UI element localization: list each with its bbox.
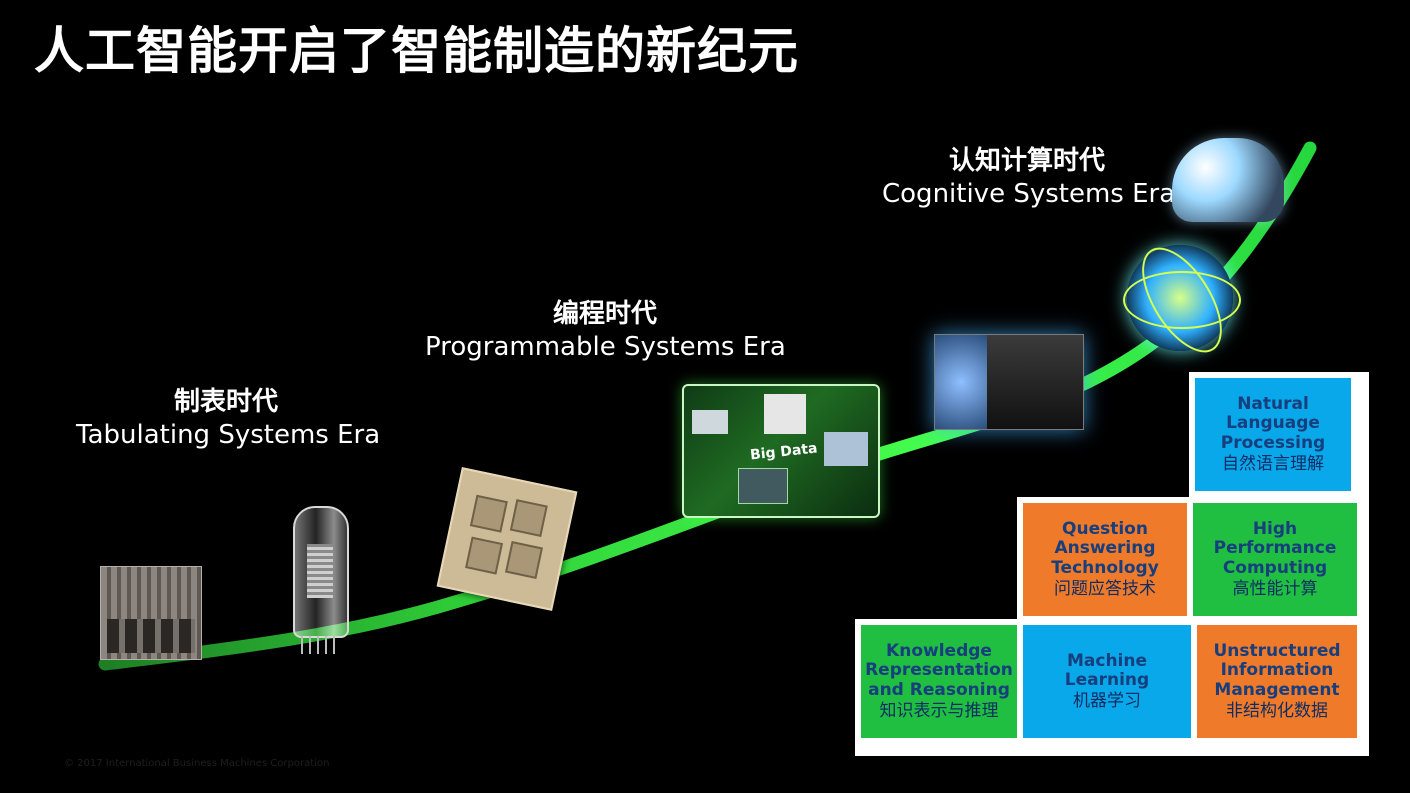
capability-machine-learning: Machine Learning 机器学习 [1023, 625, 1191, 738]
capability-label: High Performance Computing [1213, 519, 1337, 578]
era-tabulating-zh: 制表时代 [173, 387, 278, 417]
capability-zh-label: 知识表示与推理 [879, 700, 999, 721]
capability-label: Question Answering Technology [1051, 519, 1159, 578]
era-cognitive-zh: 认知计算时代 [948, 146, 1105, 176]
vacuum-tube-image [293, 506, 349, 654]
copyright-footer: © 2017 International Business Machines C… [64, 758, 330, 769]
era-cognitive-en: Cognitive Systems Era [882, 178, 1176, 209]
capability-knowledge-representation-and-reasoning: Knowledge Representation and Reasoning 知… [861, 625, 1017, 738]
cognitive-globe-icon [1123, 234, 1241, 366]
capability-grid-bottom: Knowledge Representation and Reasoning 知… [855, 619, 1369, 756]
capability-label: Knowledge Representation and Reasoning [865, 641, 1013, 700]
capability-unstructured-information-management: Unstructured Information Management 非结构化… [1197, 625, 1357, 738]
capability-grid-top: Natural Language Processing 自然语言理解 [1189, 372, 1369, 509]
tabulating-machine-image [100, 566, 202, 660]
era-tabulating: 制表时代 Tabulating Systems Era [76, 386, 381, 451]
era-programmable: 编程时代 Programmable Systems Era [425, 298, 786, 363]
capability-zh-label: 自然语言理解 [1222, 453, 1324, 474]
capability-zh-label: 机器学习 [1073, 691, 1141, 712]
capability-zh-label: 非结构化数据 [1226, 700, 1328, 721]
server-image [934, 334, 1084, 430]
era-cognitive: 认知计算时代 Cognitive Systems Era [882, 145, 1176, 210]
transistor-chip-image [436, 467, 578, 611]
big-data-label: Big Data [749, 440, 819, 464]
era-programmable-zh: 编程时代 [552, 299, 657, 329]
capability-label: Unstructured Information Management [1213, 641, 1341, 700]
capability-high-performance-computing: High Performance Computing 高性能计算 [1193, 503, 1357, 616]
era-programmable-en: Programmable Systems Era [425, 331, 786, 362]
era-tabulating-en: Tabulating Systems Era [76, 419, 381, 450]
capability-label: Machine Learning [1064, 650, 1150, 690]
capability-question-answering-technology: Question Answering Technology 问题应答技术 [1023, 503, 1187, 616]
capability-natural-language-processing: Natural Language Processing 自然语言理解 [1195, 378, 1351, 491]
capability-zh-label: 高性能计算 [1232, 578, 1318, 599]
big-data-panel: Big Data [682, 384, 880, 518]
cognitive-head-icon [1172, 138, 1284, 222]
capability-label: Natural Language Processing [1220, 394, 1326, 453]
capability-zh-label: 问题应答技术 [1054, 578, 1156, 599]
slide-title: 人工智能开启了智能制造的新纪元 [34, 22, 799, 80]
capability-grid-middle: Question Answering Technology 问题应答技术 Hig… [1017, 497, 1369, 634]
